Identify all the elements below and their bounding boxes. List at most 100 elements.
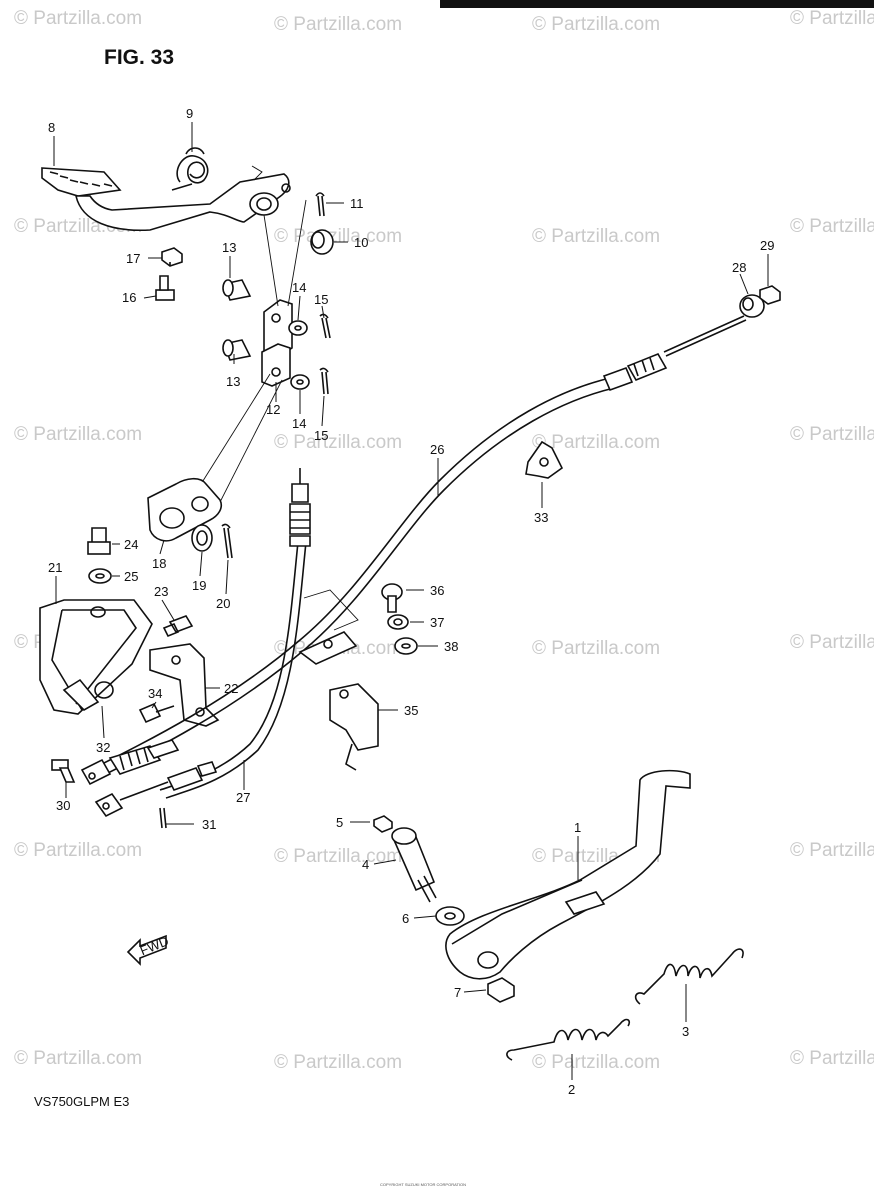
cable-holder[interactable]: [329, 683, 379, 771]
watermark: © Partzilla.com: [14, 840, 142, 861]
pedal-cap[interactable]: [310, 229, 334, 255]
watermark: © Partzilla.com: [790, 632, 874, 653]
adjuster-nut[interactable]: [759, 285, 781, 305]
clevis-pin[interactable]: [159, 807, 167, 829]
side-stand[interactable]: [445, 769, 691, 980]
washer[interactable]: [191, 524, 213, 552]
watermark: © Partzilla.com: [274, 14, 402, 35]
cable-bracket[interactable]: [149, 643, 220, 727]
nut[interactable]: [373, 815, 393, 833]
mounting-bracket[interactable]: [39, 599, 153, 715]
leader-lines: [53, 122, 769, 1080]
stand-spring[interactable]: [634, 948, 744, 1005]
bolt[interactable]: [51, 759, 76, 783]
cotter-pin[interactable]: [319, 367, 329, 395]
callout-29: 29: [760, 238, 774, 253]
callout-23: 23: [154, 584, 168, 599]
pin[interactable]: [222, 339, 252, 361]
callout-16: 16: [122, 290, 136, 305]
watermark: © Partzilla.com: [790, 8, 874, 29]
return-spring[interactable]: [171, 147, 209, 191]
callout-35: 35: [404, 703, 418, 718]
washer[interactable]: [290, 374, 310, 390]
nut[interactable]: [161, 247, 183, 267]
cable-guide-plate[interactable]: [298, 631, 358, 665]
assembly-guides: [195, 165, 359, 631]
watermark: © Partzilla.com: [790, 1048, 874, 1069]
callout-6: 6: [402, 911, 409, 926]
stand-spring[interactable]: [506, 1018, 631, 1061]
watermark: © Partzilla.com: [274, 226, 402, 247]
watermark: © Partzilla.com: [274, 1052, 402, 1073]
callout-14: 14: [292, 416, 306, 431]
watermark: © Partzilla.com: [532, 226, 660, 247]
cable-clip[interactable]: [525, 440, 564, 479]
callout-13: 13: [226, 374, 240, 389]
callout-26: 26: [430, 442, 444, 457]
link-plate[interactable]: [261, 299, 293, 387]
callout-17: 17: [126, 251, 140, 266]
callout-7: 7: [454, 985, 461, 1000]
model-code: VS750GLPM E3: [34, 1094, 129, 1109]
callout-13: 13: [222, 240, 236, 255]
watermark: © Partzilla.com: [790, 424, 874, 445]
callout-27: 27: [236, 790, 250, 805]
watermark: © Partzilla.com: [532, 432, 660, 453]
adjuster[interactable]: [739, 294, 765, 318]
brake-pedal[interactable]: [41, 167, 291, 232]
watermark: © Partzilla.com: [274, 846, 402, 867]
callout-20: 20: [216, 596, 230, 611]
washer[interactable]: [387, 614, 409, 630]
brake-lever[interactable]: [147, 477, 223, 542]
watermark: © Partzilla.com: [14, 424, 142, 445]
pivot-bolt[interactable]: [391, 827, 437, 903]
callout-11: 11: [350, 196, 364, 211]
bolt[interactable]: [162, 615, 194, 638]
copyright-note: COPYRIGHT SUZUKI MOTOR CORPORATION: [380, 1182, 466, 1187]
watermark: © Partzilla.com: [14, 1048, 142, 1069]
pin[interactable]: [222, 279, 252, 301]
watermark: © Partzilla.com: [532, 1052, 660, 1073]
fwd-label: FWD: [138, 933, 171, 958]
callout-15: 15: [314, 428, 328, 443]
brake-cable[interactable]: [80, 315, 747, 786]
watermark: © Partzilla.com: [14, 8, 142, 29]
callout-5: 5: [336, 815, 343, 830]
bolt[interactable]: [381, 583, 403, 613]
callout-31: 31: [202, 817, 216, 832]
callout-30: 30: [56, 798, 70, 813]
callout-4: 4: [362, 857, 369, 872]
cable[interactable]: [94, 468, 311, 818]
cotter-pin[interactable]: [315, 192, 325, 217]
bolt[interactable]: [138, 702, 175, 724]
callout-22: 22: [224, 681, 238, 696]
callout-21: 21: [48, 560, 62, 575]
callout-28: 28: [732, 260, 746, 275]
cotter-pin[interactable]: [319, 313, 331, 339]
cotter-pin[interactable]: [221, 523, 233, 559]
watermark: © Partzilla.com: [274, 432, 402, 453]
washer[interactable]: [394, 637, 418, 655]
callouts: 8 9 11 10 17 16 13 13 14 15 12 14 15 26 …: [48, 106, 774, 1097]
callout-36: 36: [430, 583, 444, 598]
figure-title: FIG. 33: [104, 46, 174, 69]
watermark: © Partzilla.com: [790, 216, 874, 237]
washer[interactable]: [88, 568, 112, 584]
callout-19: 19: [192, 578, 206, 593]
washer[interactable]: [288, 320, 308, 336]
bolt[interactable]: [87, 527, 111, 555]
callout-10: 10: [354, 235, 368, 250]
callout-1: 1: [574, 820, 581, 835]
washer[interactable]: [435, 906, 465, 926]
callout-33: 33: [534, 510, 548, 525]
callout-15: 15: [314, 292, 328, 307]
callout-32: 32: [96, 740, 110, 755]
callout-2: 2: [568, 1082, 575, 1097]
callout-34: 34: [148, 686, 162, 701]
nut[interactable]: [487, 977, 515, 1003]
callout-38: 38: [444, 639, 458, 654]
bolt[interactable]: [155, 275, 175, 301]
forward-arrow: FWD: [126, 933, 171, 966]
callout-24: 24: [124, 537, 138, 552]
